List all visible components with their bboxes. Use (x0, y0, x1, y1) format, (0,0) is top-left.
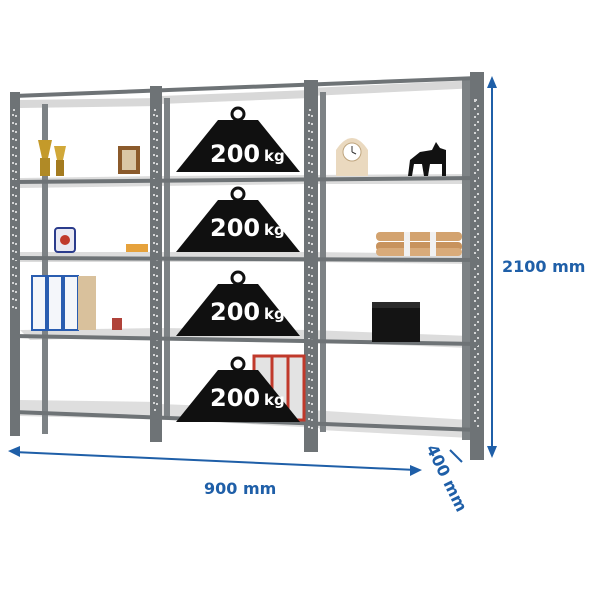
height-label: 2100 mm (502, 257, 585, 276)
width-label: 900 mm (204, 479, 276, 498)
weight-icon: 200 kg (176, 106, 300, 172)
weight-icon: 200 kg (176, 270, 300, 336)
clock (336, 138, 368, 176)
shelf-beam (13, 334, 479, 346)
upright-post (304, 80, 318, 452)
dimension-lines (8, 76, 497, 476)
paper-rolls (376, 232, 462, 256)
shelf-beam (13, 76, 479, 98)
figurine (112, 318, 122, 330)
arrow-down-icon (487, 446, 497, 458)
arrow-right-icon (410, 465, 422, 476)
trophy-base (56, 160, 64, 176)
binders (31, 275, 96, 331)
perforation (474, 99, 479, 431)
trophies (38, 140, 66, 176)
weight-value: 200 (210, 384, 260, 412)
upright-post (10, 92, 20, 436)
trophy (38, 140, 52, 158)
weight-unit: kg (264, 221, 285, 239)
shelf-board (310, 80, 478, 96)
mug (54, 227, 76, 253)
perforation (12, 109, 17, 311)
weight-value: 200 (210, 298, 260, 326)
perforation (308, 109, 313, 431)
shelf-board (310, 410, 470, 438)
weight-unit: kg (264, 147, 285, 165)
weight-value: 200 (210, 140, 260, 168)
weight-unit: kg (264, 305, 285, 323)
width-dimension-line (13, 451, 417, 471)
small-item (126, 244, 148, 252)
shelf-board (20, 98, 160, 108)
picture-frame (118, 146, 140, 174)
arrow-up-icon (487, 76, 497, 88)
trophy-base (40, 158, 50, 176)
shelf-board (160, 90, 310, 104)
shelf-beam (13, 176, 479, 184)
upright-post (150, 86, 162, 442)
horse-figurine (408, 142, 446, 176)
weight-value: 200 (210, 214, 260, 242)
trophy (54, 146, 66, 160)
shelf-beam (13, 256, 479, 262)
depth-dimension-line (449, 449, 463, 463)
arrow-left-icon (8, 446, 20, 457)
upright-post (42, 104, 48, 434)
weight-unit: kg (264, 391, 285, 409)
upright-post (320, 92, 326, 432)
weight-icon: 200 kg (176, 186, 300, 252)
weight-icon: 200 kg (176, 356, 300, 422)
depth-label: 400 mm (422, 441, 471, 514)
storage-box (372, 302, 420, 342)
